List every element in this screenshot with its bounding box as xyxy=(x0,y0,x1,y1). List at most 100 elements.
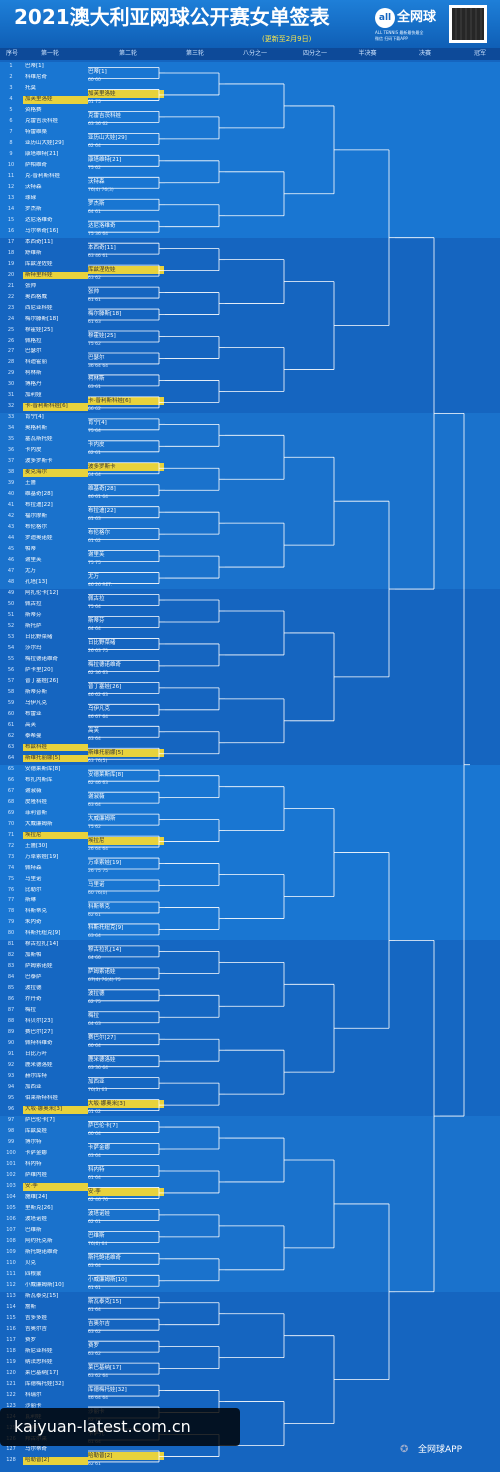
seed-number: 17 xyxy=(7,238,15,245)
seed-number: 5 xyxy=(9,106,13,113)
match-score: 63 62 64 xyxy=(88,1373,109,1379)
match-score: 60 76(0) xyxy=(88,890,108,896)
seed-number: 67 xyxy=(7,787,15,794)
match-score: 46 62 63 xyxy=(88,692,109,698)
seed-number: 60 xyxy=(7,710,15,717)
player-name: 沃特森 xyxy=(25,183,42,190)
match-score: 62 61 xyxy=(88,451,101,457)
match-score: 61 64 xyxy=(88,1307,101,1313)
player-name: 斯维托丽娜[5] xyxy=(23,754,88,763)
round2-player: 肯宁[4] xyxy=(88,420,107,427)
round2-player: 小威廉姆斯[10] xyxy=(88,1276,127,1283)
seed-number: 4 xyxy=(9,95,13,102)
round2-player: 加西亚 xyxy=(88,1079,105,1086)
draw-row: 18 舒维斯 xyxy=(0,249,94,259)
seed-number: 119 xyxy=(6,1358,16,1365)
seed-number: 42 xyxy=(7,513,15,520)
player-name: 布拉迪[22] xyxy=(25,502,53,509)
round2-player: 梅尔滕斯[18] xyxy=(88,310,122,317)
player-name: 布兹科娃 xyxy=(23,743,88,752)
seed-number: 37 xyxy=(7,458,15,465)
player-name: 克-普利斯科娃 xyxy=(25,172,60,179)
round2-entry: 小威廉姆斯[10]61 61 xyxy=(86,1276,168,1295)
player-name: 施维[24] xyxy=(25,1193,48,1200)
match-score: 75 64 xyxy=(88,605,101,611)
player-name: 日比野菜绪 xyxy=(25,633,53,640)
player-name: 普丁塞娃[26] xyxy=(25,677,59,684)
round2-entry: 库德梅托娃[32]46 64 64 xyxy=(86,1386,168,1405)
player-name: 比勒尔 xyxy=(25,886,42,893)
player-name: 梅尔滕斯[18] xyxy=(25,315,59,322)
player-name: 安·李 xyxy=(23,1182,88,1191)
seed-number: 81 xyxy=(7,941,15,948)
match-score: 63 64 xyxy=(88,1263,101,1269)
match-score: 64 64 xyxy=(88,473,101,479)
column-header: 四分之一 xyxy=(302,50,327,57)
seed-number: 18 xyxy=(7,249,15,256)
round2-player: 张帅 xyxy=(88,288,100,295)
seed-number: 78 xyxy=(7,908,15,915)
seed-number: 53 xyxy=(7,633,15,640)
player-name: 库兹涅佐娃 xyxy=(25,260,53,267)
match-score: 66 62 xyxy=(88,407,101,413)
player-name: 塞瓦斯托娃 xyxy=(25,436,53,443)
round2-player: 科斯托纽克[9] xyxy=(88,925,124,932)
match-score: 26 63 75 xyxy=(88,648,109,654)
round2-player: 谢里芙 xyxy=(88,552,105,559)
player-name: 贝克 xyxy=(25,1259,37,1266)
seed-number: 68 xyxy=(7,798,15,805)
player-name: 莱巴基纳[17] xyxy=(25,1369,59,1376)
round2-entry: 布拉迪[22]61 63 xyxy=(86,507,168,526)
player-name: 王蔷[30] xyxy=(25,842,48,849)
seed-number: 74 xyxy=(7,864,15,871)
seed-number: 19 xyxy=(7,260,15,267)
seed-number: 73 xyxy=(7,853,15,860)
round2-player: 穆古拉扎[14] xyxy=(88,947,122,954)
round2-player: 科斯蒂克 xyxy=(88,903,111,910)
match-score: 46 26 RET. xyxy=(88,583,112,589)
player-name: 吉奥尔吉 xyxy=(25,1325,48,1332)
round2-player: 梅拉 xyxy=(88,1013,100,1020)
column-header: 八分之一 xyxy=(242,50,267,57)
seed-number: 33 xyxy=(7,414,15,421)
page-title: 2021澳大利亚网球公开赛女单签表 xyxy=(14,5,330,29)
match-score: 63 64 xyxy=(88,1154,101,1160)
brand-download-note: 微信 扫码下载APP xyxy=(375,36,408,41)
round2-player: 波拉德 xyxy=(88,991,105,998)
seed-number: 89 xyxy=(7,1029,15,1036)
seed-number: 102 xyxy=(6,1171,16,1178)
player-name: 舒维斯 xyxy=(25,249,42,256)
seed-number: 62 xyxy=(7,732,15,739)
seed-number: 20 xyxy=(7,271,15,278)
section-band xyxy=(0,940,500,1117)
seed-number: 117 xyxy=(6,1336,16,1343)
seed-number: 23 xyxy=(7,304,15,311)
player-name: 科斯蒂克 xyxy=(25,908,48,915)
player-name: 加利娅 xyxy=(25,392,42,399)
